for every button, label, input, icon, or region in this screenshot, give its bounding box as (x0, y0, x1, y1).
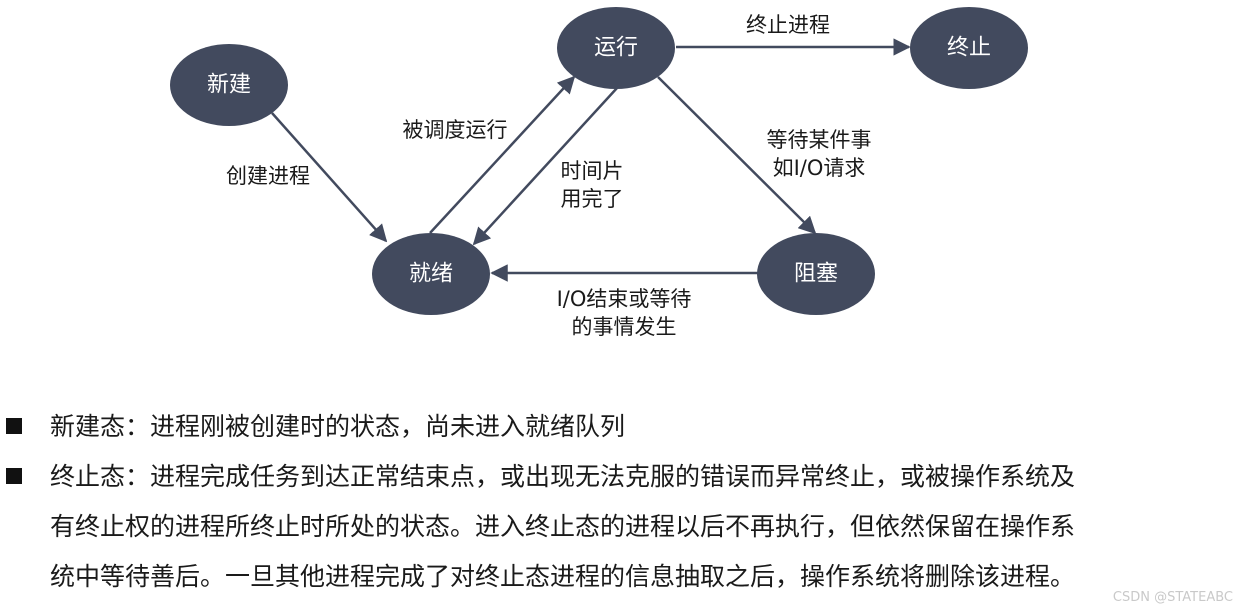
edge-label-io-done-line1: I/O结束或等待 (557, 287, 692, 311)
node-running: 运行 (557, 7, 675, 89)
bullet-new-state: 新建态：进程刚被创建时的状态，尚未进入就绪队列 (0, 402, 1245, 452)
node-ready: 就绪 (372, 233, 490, 315)
edge-new-to-ready (271, 112, 388, 243)
bullet-terminated-state: 终止态：进程完成任务到达正常结束点，或出现无法克服的错误而异常终止，或被操作系统… (0, 452, 1245, 602)
edge-label-scheduled-run: 被调度运行 (403, 118, 508, 142)
bullet-list: 新建态：进程刚被创建时的状态，尚未进入就绪队列 终止态：进程完成任务到达正常结束… (0, 402, 1245, 602)
node-ready-label: 就绪 (409, 262, 453, 287)
edge-label-timeslice-line1: 时间片 (561, 159, 624, 183)
node-new-label: 新建 (207, 73, 251, 98)
edge-label-create-process: 创建进程 (226, 164, 310, 188)
edge-label-io-done-line2: 的事情发生 (572, 315, 677, 339)
edge-label-wait-event-line2: 如I/O请求 (773, 156, 866, 180)
square-bullet-icon (6, 468, 22, 484)
edge-label-wait-event-line1: 等待某件事 (767, 128, 872, 152)
node-blocked: 阻塞 (757, 233, 875, 315)
node-terminated: 终止 (910, 7, 1028, 89)
square-bullet-icon (6, 418, 22, 434)
edge-label-terminate-process: 终止进程 (746, 13, 830, 37)
edge-ready-to-running (429, 75, 576, 234)
watermark: CSDN @STATEABC (1112, 590, 1233, 605)
edge-running-to-blocked (657, 76, 817, 235)
edge-label-timeslice-line2: 用完了 (561, 187, 624, 211)
bullet-line: 新建态：进程刚被创建时的状态，尚未进入就绪队列 (50, 412, 626, 441)
node-terminated-label: 终止 (947, 36, 991, 61)
bullet-line: 统中等待善后。一旦其他进程完成了对终止态进程的信息抽取之后，操作系统将删除该进程… (50, 562, 1076, 591)
process-state-diagram: 新建 就绪 运行 终止 阻塞 创建进程 被调度运行 时间片 用完了 终止进程 等… (170, 7, 1028, 339)
node-new: 新建 (170, 44, 288, 126)
bullet-line: 有终止权的进程所终止时所处的状态。进入终止态的进程以后不再执行，但依然保留在操作… (50, 512, 1076, 541)
node-blocked-label: 阻塞 (794, 262, 838, 287)
node-running-label: 运行 (594, 36, 638, 61)
bullet-line: 终止态：进程完成任务到达正常结束点，或出现无法克服的错误而异常终止，或被操作系统… (50, 462, 1076, 491)
edge-running-to-ready (472, 87, 618, 246)
